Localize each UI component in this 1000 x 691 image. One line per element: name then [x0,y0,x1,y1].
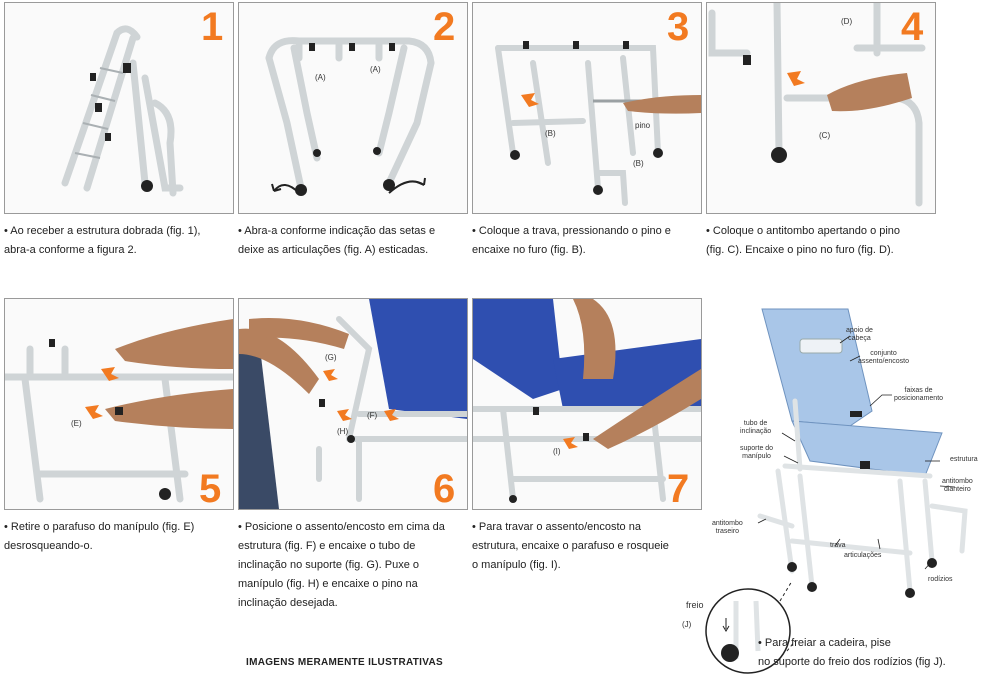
fig-a-label: (A) [315,73,326,82]
part-label-lock: trava [830,542,846,549]
brake-label: freio [686,600,704,610]
caption-1: • Ao receber a estrutura dobrada (fig. 1… [4,225,201,256]
frame-lock-illustration [495,41,701,206]
fig-f-label: (F) [367,411,378,420]
caption-6: • Posicione o assento/encosto em cima da… [238,521,445,609]
fig-a-label: (A) [370,65,381,74]
figure-number: 6 [433,467,456,510]
seat-mounting-illustration [239,299,467,509]
fig-b-label: (B) [633,159,644,168]
figure-number: 5 [199,467,222,510]
fig-e-label: (E) [71,419,82,428]
figure-number: 4 [901,5,924,49]
caption-4: • Coloque o antitombo apertando o pino(f… [706,225,901,256]
part-label-joints: articulações [844,552,882,559]
caption-3: • Coloque a trava, pressionando o pino e… [472,225,671,256]
figure-2-panel: (A) (A) 2 [238,2,468,214]
figure-1-panel: 1 [4,2,234,214]
knob-removal-illustration [5,319,233,503]
part-label-casters: rodízios [928,576,953,583]
folded-frame-illustration [61,25,184,197]
fig-d-label: (D) [841,17,853,26]
disclaimer-note: IMAGENS MERAMENTE ILUSTRATIVAS [246,657,443,668]
seat-locking-illustration [473,299,701,503]
unfolding-frame-illustration [265,37,435,196]
antitip-illustration [708,3,926,207]
figure-4-panel: (D) (C) 4 [706,2,936,214]
figure-6-panel: (G) (F) (H) 6 [238,298,468,510]
figure-5-panel: (E) 5 [4,298,234,510]
fig-c-label: (C) [819,131,831,140]
fig-j-label: (J) [682,620,692,629]
fig-i-label: (I) [553,447,561,456]
figure-number: 7 [667,467,690,510]
fig-b-label: (B) [545,129,556,138]
figure-3-panel: (B) pino (B) 3 [472,2,702,214]
assembled-chair-diagram [705,308,968,674]
figure-7-panel: (I) 7 [472,298,702,510]
figure-number: 3 [667,5,690,49]
figure-number: 1 [201,5,224,49]
figure-number: 2 [433,5,456,49]
fig-h-label: (H) [337,427,349,436]
part-label-frame: estrutura [950,456,978,463]
pino-label: pino [635,121,651,130]
caption-5: • Retire o parafuso do manípulo (fig. E)… [4,521,195,552]
fig-g-label: (G) [325,353,337,362]
